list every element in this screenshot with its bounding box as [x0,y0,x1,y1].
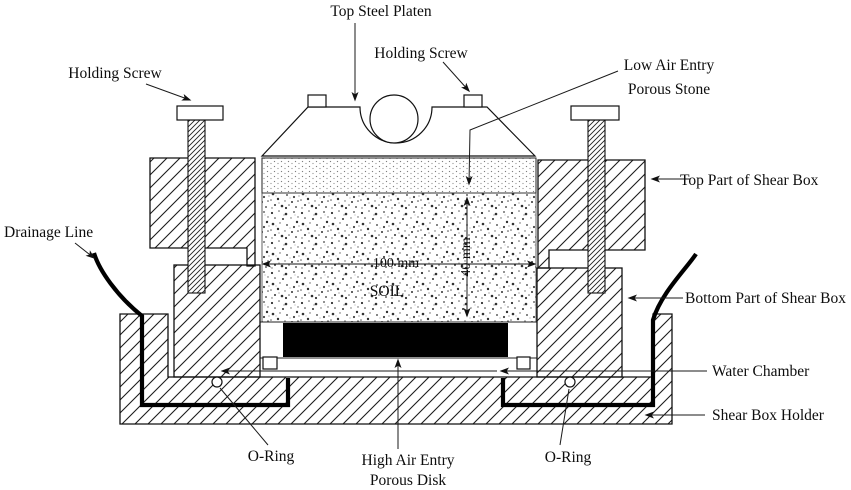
bottom-part-shear-box-left [173,264,261,378]
leader-low-air-entry [465,70,619,186]
label-water-chamber: Water Chamber [712,363,810,380]
label-soil: SOIL [370,283,404,300]
label-high-air-entry-line1: High Air Entry [362,452,455,469]
low-air-entry-porous-stone [261,157,537,194]
high-air-entry-porous-disk [283,323,508,357]
platen-screw-right [463,94,483,108]
holding-screw-left [176,105,224,294]
seal-square-right [516,356,531,370]
drainage-line-right [500,252,698,408]
dimension-width-text: 100 mm [373,256,419,271]
label-o-ring-left: O-Ring [248,448,295,465]
dimension-height-text: 40 mm [459,237,474,276]
label-bottom-part: Bottom Part of Shear Box [685,290,846,307]
label-top-steel-platen: Top Steel Platen [330,3,432,20]
label-holding-screw-left: Holding Screw [68,65,162,82]
label-shear-box-holder: Shear Box Holder [712,407,825,424]
drainage-line-left [91,252,291,408]
label-drainage-line: Drainage Line [4,224,93,241]
holding-screw-right [570,105,620,294]
label-holding-screw-top: Holding Screw [374,45,468,62]
seal-square-left [262,356,278,370]
leader-drainage-line [74,242,96,259]
label-high-air-entry-line2: Porous Disk [370,472,446,489]
leader-o-ring-left [219,387,269,446]
label-o-ring-right: O-Ring [545,449,592,466]
platen-screw-left [307,94,327,108]
o-ring-left [211,376,223,388]
leader-holding-screw-left [145,83,192,101]
label-low-air-entry-line1: Low Air Entry [624,57,715,74]
bottom-part-shear-box-right [536,267,623,378]
soil-specimen [261,192,537,323]
label-low-air-entry-line2: Porous Stone [628,81,710,98]
leader-holding-screw-top [442,61,471,93]
label-top-part: Top Part of Shear Box [680,172,819,189]
leader-o-ring-right [559,388,570,446]
loading-ball [369,94,419,144]
o-ring-right [564,376,576,388]
